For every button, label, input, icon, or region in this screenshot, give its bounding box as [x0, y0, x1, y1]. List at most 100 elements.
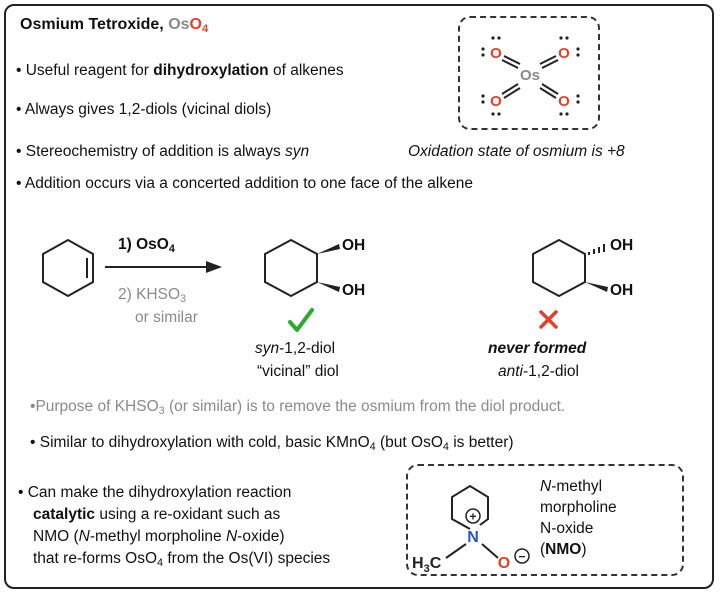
bullet-6-sub: 4 — [369, 441, 376, 453]
nmo-n-italic: N — [540, 478, 552, 495]
plus-charge-icon — [465, 508, 481, 524]
bullet-7-l3-mid: -methyl morpholine — [89, 528, 226, 545]
methyl-c: C — [430, 555, 442, 572]
anti-diol-label: anti-1,2-diol — [498, 363, 579, 381]
bullet-6-mid: (but OsO — [375, 434, 443, 451]
syn-diol-ring — [264, 238, 318, 298]
title-text: Osmium Tetroxide, — [20, 16, 169, 33]
nmo-abbrev: NMO — [545, 541, 582, 558]
title-o: O — [189, 16, 202, 33]
step1-sub: 4 — [168, 243, 175, 255]
bullet-6-pre: Similar to dihydroxylation with cold, ba… — [39, 434, 370, 451]
minus-charge-icon — [514, 548, 530, 564]
bullet-7-l3-it2: N — [225, 528, 238, 545]
oxygen-bottom-right: O — [558, 93, 570, 110]
syn-oh-top: OH — [342, 237, 366, 254]
nmo-ring — [445, 484, 499, 559]
nmo-structure-box — [406, 464, 684, 576]
step2-text: 2) KHSO — [118, 286, 181, 303]
bullet-2: • Always gives 1,2-diols (vicinal diols) — [16, 101, 272, 118]
oxygen-bottom-left: O — [490, 93, 502, 110]
step2-sub: 3 — [180, 293, 187, 305]
bullet-7-l4-sub: 4 — [157, 557, 164, 569]
reagent-step-2-line2: or similar — [135, 309, 198, 326]
nmo-paren-open: ( — [540, 541, 546, 558]
anti-oh-bottom: OH — [610, 282, 634, 299]
bullet-7-line-2: catalytic using a re-oxidant such as — [33, 506, 280, 524]
bullet-3: • Stereochemistry of addition is always … — [16, 143, 310, 160]
nmo-name-line-1: N-methyl — [540, 478, 602, 496]
bullet-7-l3-it1: N — [78, 528, 90, 545]
methyl-sub: 3 — [424, 563, 430, 575]
nmo-structure: N + O − H3C — [412, 484, 530, 575]
bullet-3-italic: syn — [285, 143, 310, 160]
page-title: Osmium Tetroxide, OsO4 — [20, 16, 209, 35]
bullet-6-sub2: 4 — [442, 441, 449, 453]
syn-wedge-bottom — [317, 282, 340, 292]
nmo-name-line-4: (NMO) — [540, 541, 587, 559]
minus-charge: − — [518, 550, 525, 564]
bullet-5-sub: 3 — [158, 405, 165, 417]
bullet-1-bold: dihydroxylation — [153, 62, 269, 79]
bullet-6: • Similar to dihydroxylation with cold, … — [30, 434, 514, 453]
methyl-h: H — [412, 555, 424, 572]
cross-icon — [539, 310, 558, 329]
reaction-arrow — [105, 261, 222, 273]
bullet-5-pre: Purpose of KHSO — [35, 398, 159, 415]
anti-italic: anti — [498, 363, 523, 380]
oxygen-top-right: O — [558, 45, 570, 62]
bullet-7-l4-pre: that re-forms OsO — [33, 550, 158, 567]
bullet-1-pre: Useful reagent for — [25, 62, 154, 79]
bullet-7-bold: catalytic — [33, 506, 96, 523]
oso4-structure-box — [458, 16, 600, 130]
bullet-7-line-3: NMO (N-methyl morpholine N-oxide) — [33, 528, 285, 546]
bullet-7-l3-pre: NMO ( — [33, 528, 79, 545]
title-sub: 4 — [201, 23, 209, 35]
methyl-group: H3C — [412, 555, 442, 575]
oxidation-state-caption: Oxidation state of osmium is +8 — [408, 143, 625, 160]
nitrogen-atom: N — [467, 529, 479, 546]
reagent-step-1: 1) OsO4 — [118, 236, 175, 254]
bullet-4-text: Addition occurs via a concerted addition… — [24, 175, 473, 192]
plus-charge: + — [469, 510, 476, 524]
anti-wedge-bottom — [585, 282, 608, 292]
nmo-name-line-2: morpholine — [540, 499, 617, 516]
bullet-7-line-1: • Can make the dihydroxylation reaction — [18, 484, 292, 501]
syn-italic: syn — [255, 340, 280, 357]
check-icon — [288, 308, 314, 332]
title-os: Os — [168, 16, 190, 33]
syn-oh-bottom: OH — [342, 282, 366, 299]
cyclohexene — [42, 238, 94, 298]
bullet-2-text: Always gives 1,2-diols (vicinal diols) — [24, 101, 272, 118]
bullet-7-l1: Can make the dihydroxylation reaction — [27, 484, 292, 501]
step1-text: 1) OsO — [118, 236, 169, 253]
bullet-5-post: (or similar) is to remove the osmium fro… — [164, 398, 566, 415]
oxide-oxygen: O — [498, 555, 510, 572]
bullet-1: • Useful reagent for dihydroxylation of … — [16, 62, 344, 79]
oxygen-top-left: O — [490, 45, 502, 62]
nmo-name-line-3: N-oxide — [540, 520, 594, 537]
bullet-7-line-4: that re-forms OsO4 from the Os(VI) speci… — [33, 550, 330, 568]
outer-frame — [4, 4, 714, 589]
nmo-paren-close: ) — [581, 541, 587, 558]
anti-hash-top — [588, 244, 605, 255]
bullet-1-post: of alkenes — [268, 62, 344, 79]
bullet-7-l3-post: -oxide) — [237, 528, 285, 545]
bullet-5: •Purpose of KHSO3 (or similar) is to rem… — [30, 398, 566, 417]
vicinal-diol-label: “vicinal” diol — [257, 363, 339, 380]
oso4-bonds — [501, 55, 559, 99]
syn-wedge-top — [317, 244, 340, 254]
never-formed-label: never formed — [488, 340, 587, 357]
reagent-step-2: 2) KHSO3 — [118, 286, 186, 304]
bullet-7-l2-post: using a re-oxidant such as — [95, 506, 281, 523]
anti-post: -1,2-diol — [523, 363, 579, 380]
os-atom: Os — [520, 67, 540, 84]
syn-diol-label: syn-1,2-diol — [255, 340, 335, 358]
bullet-3-pre: Stereochemistry of addition is always — [25, 143, 286, 160]
syn-post: -1,2-diol — [279, 340, 336, 357]
bullet-6-post: is better) — [448, 434, 514, 451]
bullet-7-l4-post: from the Os(VI) species — [163, 550, 331, 567]
anti-diol-ring — [532, 238, 586, 298]
nmo-methyl: -methyl — [551, 478, 603, 495]
oso4-structure: Os O O O O — [481, 36, 580, 116]
